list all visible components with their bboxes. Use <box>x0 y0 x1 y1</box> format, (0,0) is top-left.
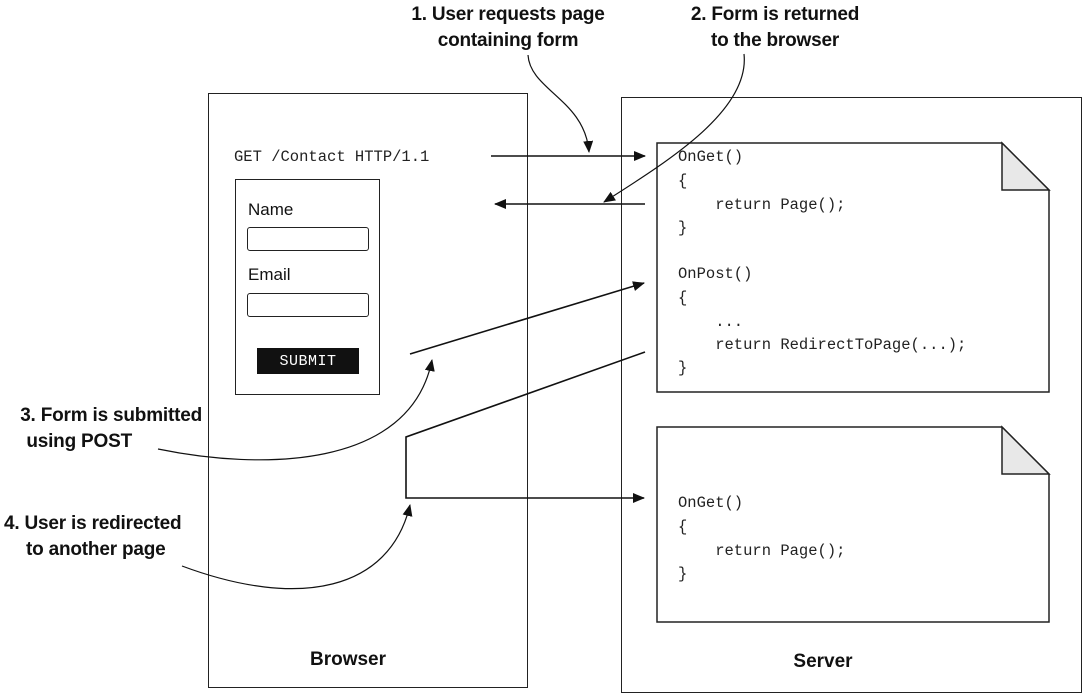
name-input[interactable] <box>247 227 369 251</box>
submit-button[interactable]: SUBMIT <box>257 348 359 374</box>
code-line: OnPost() <box>678 265 753 283</box>
callout-4-pointer <box>181 504 413 590</box>
name-label: Name <box>248 200 294 219</box>
callout-2-line-2: to the browser <box>710 30 840 51</box>
email-label: Email <box>248 265 291 284</box>
code-line: { <box>678 289 688 307</box>
code-line: } <box>678 219 688 237</box>
server-page-two <box>656 425 1051 623</box>
code-line: } <box>678 565 688 583</box>
code-line: { <box>678 518 688 536</box>
code-line: return Page(); <box>678 196 846 214</box>
http-request-line: GET /Contact HTTP/1.1 <box>234 148 430 166</box>
email-input[interactable] <box>247 293 369 317</box>
callout-1-line-2: containing form <box>437 30 579 51</box>
code-line: return Page(); <box>678 542 846 560</box>
callout-3-line-1: 3. Form is submitted <box>20 405 202 426</box>
callout-3: 3. Form is submitted using POST <box>0 403 202 455</box>
code-line: { <box>678 172 688 190</box>
callout-2-line-1: 2. Form is returned <box>690 4 860 25</box>
callout-4-line-1: 4. User is redirected <box>4 513 182 534</box>
code-line: return RedirectToPage(...); <box>678 336 967 354</box>
callout-4: 4. User is redirected to another page <box>0 511 209 563</box>
redirect-path <box>405 351 646 503</box>
callout-1-pointer <box>527 54 594 153</box>
code-line: OnGet() <box>678 494 744 512</box>
server-label: Server <box>793 651 853 672</box>
callout-2: 2. Form is returned to the browser <box>670 2 880 54</box>
post-submit-arrow <box>409 281 645 355</box>
code-line: } <box>678 359 688 377</box>
callout-2-pointer <box>603 53 745 203</box>
callout-3-line-2: using POST <box>26 431 132 452</box>
server-page-one <box>656 141 1051 393</box>
callout-1: 1. User requests page containing form <box>396 2 620 54</box>
callout-3-pointer <box>157 359 435 461</box>
code-line: ... <box>678 313 744 331</box>
browser-label: Browser <box>309 649 387 670</box>
callout-1-line-1: 1. User requests page <box>411 4 605 25</box>
code-line: OnGet() <box>678 148 744 166</box>
callout-4-line-2: to another page <box>26 539 166 560</box>
